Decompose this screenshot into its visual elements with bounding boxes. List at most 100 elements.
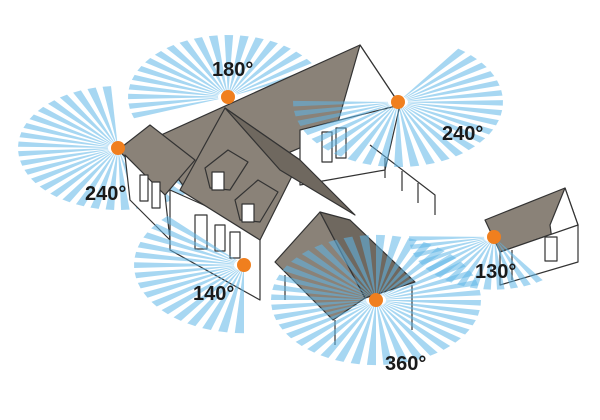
sensor-carport-ray xyxy=(314,244,371,295)
sensor-left-corner-ray xyxy=(102,86,118,142)
sensor-carport-ray xyxy=(385,279,479,299)
sensor-roof-right-ray xyxy=(405,105,486,143)
sensor-roof-right-ray xyxy=(394,108,404,168)
sensor-carport-ray xyxy=(377,235,402,294)
sensor-carport-ray xyxy=(271,294,367,300)
sensor-front-ray xyxy=(137,241,235,264)
sensor-roof-top-ray xyxy=(230,37,264,92)
sensor-roof-top-ray xyxy=(131,74,219,96)
sensor-roof-right-ray xyxy=(404,106,476,151)
sensor-roof-right-ray xyxy=(293,102,389,117)
sensors xyxy=(111,90,501,307)
front-window-2 xyxy=(229,231,241,259)
sensor-carport-ray xyxy=(378,305,409,364)
sensor-left-corner-ray xyxy=(90,153,117,209)
sensor-front-ray xyxy=(202,270,241,331)
sensor-shed-ray xyxy=(409,236,485,241)
sensor-dot-roof-top xyxy=(221,90,235,104)
sensor-shed-ray xyxy=(495,242,519,289)
sensor-carport-ray xyxy=(278,302,368,330)
sensor-left-corner-ray xyxy=(18,141,109,148)
sensor-roof-right-ray xyxy=(407,103,499,126)
sensor-shed-ray xyxy=(413,238,485,258)
sensor-shed-ray xyxy=(445,242,489,283)
coverage-label-roof-top: 180° xyxy=(212,59,253,81)
sensor-roof-right-ray xyxy=(362,107,396,165)
coverage-label-shed: 130° xyxy=(475,261,516,283)
sensor-front-ray xyxy=(161,269,238,315)
sensor-left-corner-ray xyxy=(31,151,110,184)
sensor-front-ray xyxy=(137,266,235,289)
sensor-shed-ray xyxy=(483,243,494,290)
sensor-left-corner-ray xyxy=(118,154,130,210)
sensor-roof-top-ray xyxy=(224,35,234,91)
sensor-roof-top-ray xyxy=(166,45,223,93)
sensor-roof-right-ray xyxy=(303,104,390,136)
sensor-roof-right-ray xyxy=(377,108,397,167)
sensor-left-corner-ray xyxy=(20,149,109,166)
sensor-carport-ray xyxy=(385,300,480,316)
sensor-shed-ray xyxy=(456,242,491,287)
sensor-left-corner-ray xyxy=(24,150,109,175)
sensor-roof-top-ray xyxy=(154,50,222,93)
sensor-carport-ray xyxy=(328,239,373,295)
sensor-roof-right-ray xyxy=(399,108,420,167)
sensor-carport-ray xyxy=(376,234,386,294)
sensor-front-ray xyxy=(218,271,243,333)
sensor-roof-right-ray xyxy=(402,107,450,162)
sensor-front-ray xyxy=(151,268,237,307)
sensor-carport-ray xyxy=(343,236,374,295)
sensor-roof-right-ray xyxy=(333,106,393,157)
sensor-left-corner-ray xyxy=(50,152,112,198)
sensor-carport-ray xyxy=(301,250,370,296)
sensor-roof-right-ray xyxy=(311,105,391,144)
sensor-carport-ray xyxy=(307,304,371,353)
shed-door xyxy=(544,236,558,262)
sensor-roof-top-ray xyxy=(179,40,224,92)
sensor-front-ray xyxy=(134,265,235,279)
sensor-roof-right-ray xyxy=(407,80,500,101)
sensor-left-corner-ray xyxy=(39,151,111,191)
sensor-carport-ray xyxy=(376,306,393,365)
sensor-roof-right-ray xyxy=(293,100,389,107)
sensor-roof-right-ray xyxy=(406,71,495,100)
sensor-front-ray xyxy=(143,232,236,263)
sensor-dot-carport xyxy=(369,293,383,307)
coverage-label-front: 140° xyxy=(193,283,234,305)
sensor-carport-ray xyxy=(385,300,481,306)
sensor-roof-top-ray xyxy=(131,98,219,119)
sensor-carport-ray xyxy=(384,302,470,335)
coverage-fans-front xyxy=(134,48,543,366)
sensor-left-corner-ray xyxy=(75,153,115,207)
sensor-left-corner-ray xyxy=(47,100,112,144)
sensor-front-ray xyxy=(234,271,244,334)
coverage-label-left-corner: 240° xyxy=(85,183,126,205)
sensor-roof-right-ray xyxy=(407,102,503,116)
sensor-carport-ray xyxy=(350,306,375,365)
sensor-carport-ray xyxy=(382,304,451,350)
sensor-front-ray xyxy=(161,215,238,261)
sensor-front-ray xyxy=(187,270,240,327)
sensor-carport-ray xyxy=(383,303,461,343)
sensor-dot-front xyxy=(237,258,251,272)
left-wing-window xyxy=(139,174,149,202)
sensor-carport-ray xyxy=(335,305,373,362)
sensor-carport-ray xyxy=(272,284,367,300)
sensor-roof-top-ray xyxy=(193,37,226,92)
sensor-roof-top-ray xyxy=(128,93,219,100)
sensor-carport-ray xyxy=(320,305,372,359)
sensor-carport-ray xyxy=(295,303,369,347)
sensor-dot-roof-right xyxy=(391,95,405,109)
sensor-roof-right-ray xyxy=(321,106,392,151)
sensor-carport-ray xyxy=(379,238,417,295)
sensor-front-ray xyxy=(173,269,239,321)
sensor-carport-ray xyxy=(385,289,481,300)
sensor-roof-top-ray xyxy=(233,45,291,93)
sensor-shed-ray xyxy=(425,240,487,272)
porch-railing xyxy=(369,144,436,215)
dormer-left-window xyxy=(211,171,225,191)
sensor-roof-top-ray xyxy=(145,58,221,94)
sensor-carport-ray xyxy=(282,265,368,298)
